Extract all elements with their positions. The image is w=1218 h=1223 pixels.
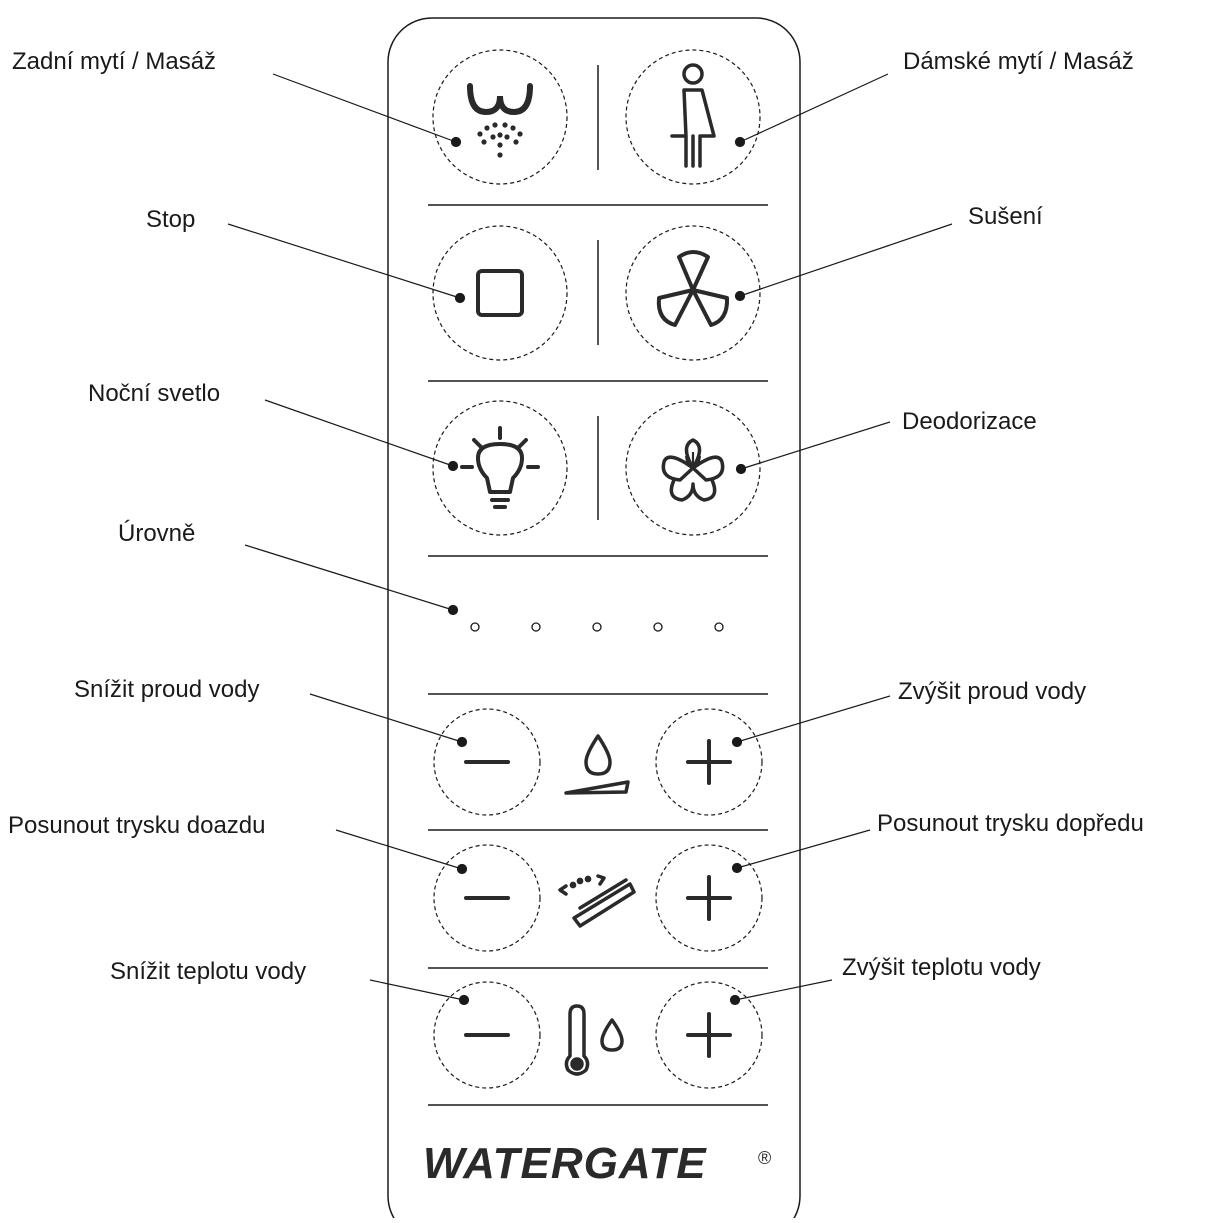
label-temp-down: Snížit teplotu vody — [110, 958, 307, 985]
label-nozzle-back: Posunout trysku doazdu — [8, 812, 266, 839]
nozzle-back-button[interactable] — [433, 844, 541, 952]
label-temp-up: Zvýšit teplotu vody — [842, 954, 1041, 981]
fan-icon — [656, 250, 730, 327]
level-dot-4 — [653, 622, 663, 632]
label-water-pressure-down: Snížit proud vody — [74, 676, 260, 703]
level-dot-3 — [592, 622, 602, 632]
label-drying: Sušení — [968, 203, 1043, 230]
water-pressure-up-button[interactable] — [655, 708, 763, 816]
label-rear-wash: Zadní mytí / Masáž — [12, 48, 217, 75]
temp-down-button[interactable] — [433, 981, 541, 1089]
level-dot-2 — [531, 622, 541, 632]
label-night-light: Noční svetlo — [88, 380, 221, 407]
plus-icon — [686, 739, 732, 785]
deodorization-button[interactable] — [625, 400, 761, 536]
light-bulb-icon — [460, 426, 540, 509]
water-drop-nozzle-icon — [564, 734, 630, 795]
nozzle-forward-button[interactable] — [655, 844, 763, 952]
lady-wash-button[interactable] — [625, 49, 761, 185]
plus-icon — [686, 875, 732, 921]
label-stop: Stop — [146, 206, 196, 233]
stop-button[interactable] — [432, 225, 568, 361]
label-lady-wash: Dámské mytí / Masáž — [903, 48, 1134, 75]
label-water-pressure-up: Zvýšit proud vody — [898, 678, 1087, 705]
night-light-button[interactable] — [432, 400, 568, 536]
rear-wash-button[interactable] — [432, 49, 568, 185]
plus-icon — [686, 1012, 732, 1058]
lady-wash-icon — [670, 63, 716, 168]
brand-registered-mark: ® — [758, 1148, 771, 1168]
rear-wash-icon — [467, 83, 533, 158]
section-dividers — [428, 204, 768, 1106]
label-leaders — [227, 73, 953, 1006]
level-dot-5 — [714, 622, 724, 632]
drying-button[interactable] — [625, 225, 761, 361]
level-indicators — [470, 622, 724, 632]
water-pressure-down-button[interactable] — [433, 708, 541, 816]
brand-name: WATERGATE — [423, 1139, 707, 1188]
nozzle-position-icon — [558, 874, 636, 928]
stop-icon — [476, 269, 524, 317]
label-nozzle-forward: Posunout trysku dopředu — [877, 810, 1144, 837]
label-deodorization: Deodorizace — [902, 408, 1037, 435]
flower-icon — [661, 438, 725, 502]
level-dot-1 — [470, 622, 480, 632]
remote-body-outline — [387, 17, 801, 1223]
temp-up-button[interactable] — [655, 981, 763, 1089]
label-levels: Úrovně — [118, 520, 196, 547]
thermometer-drop-icon — [564, 1004, 624, 1076]
